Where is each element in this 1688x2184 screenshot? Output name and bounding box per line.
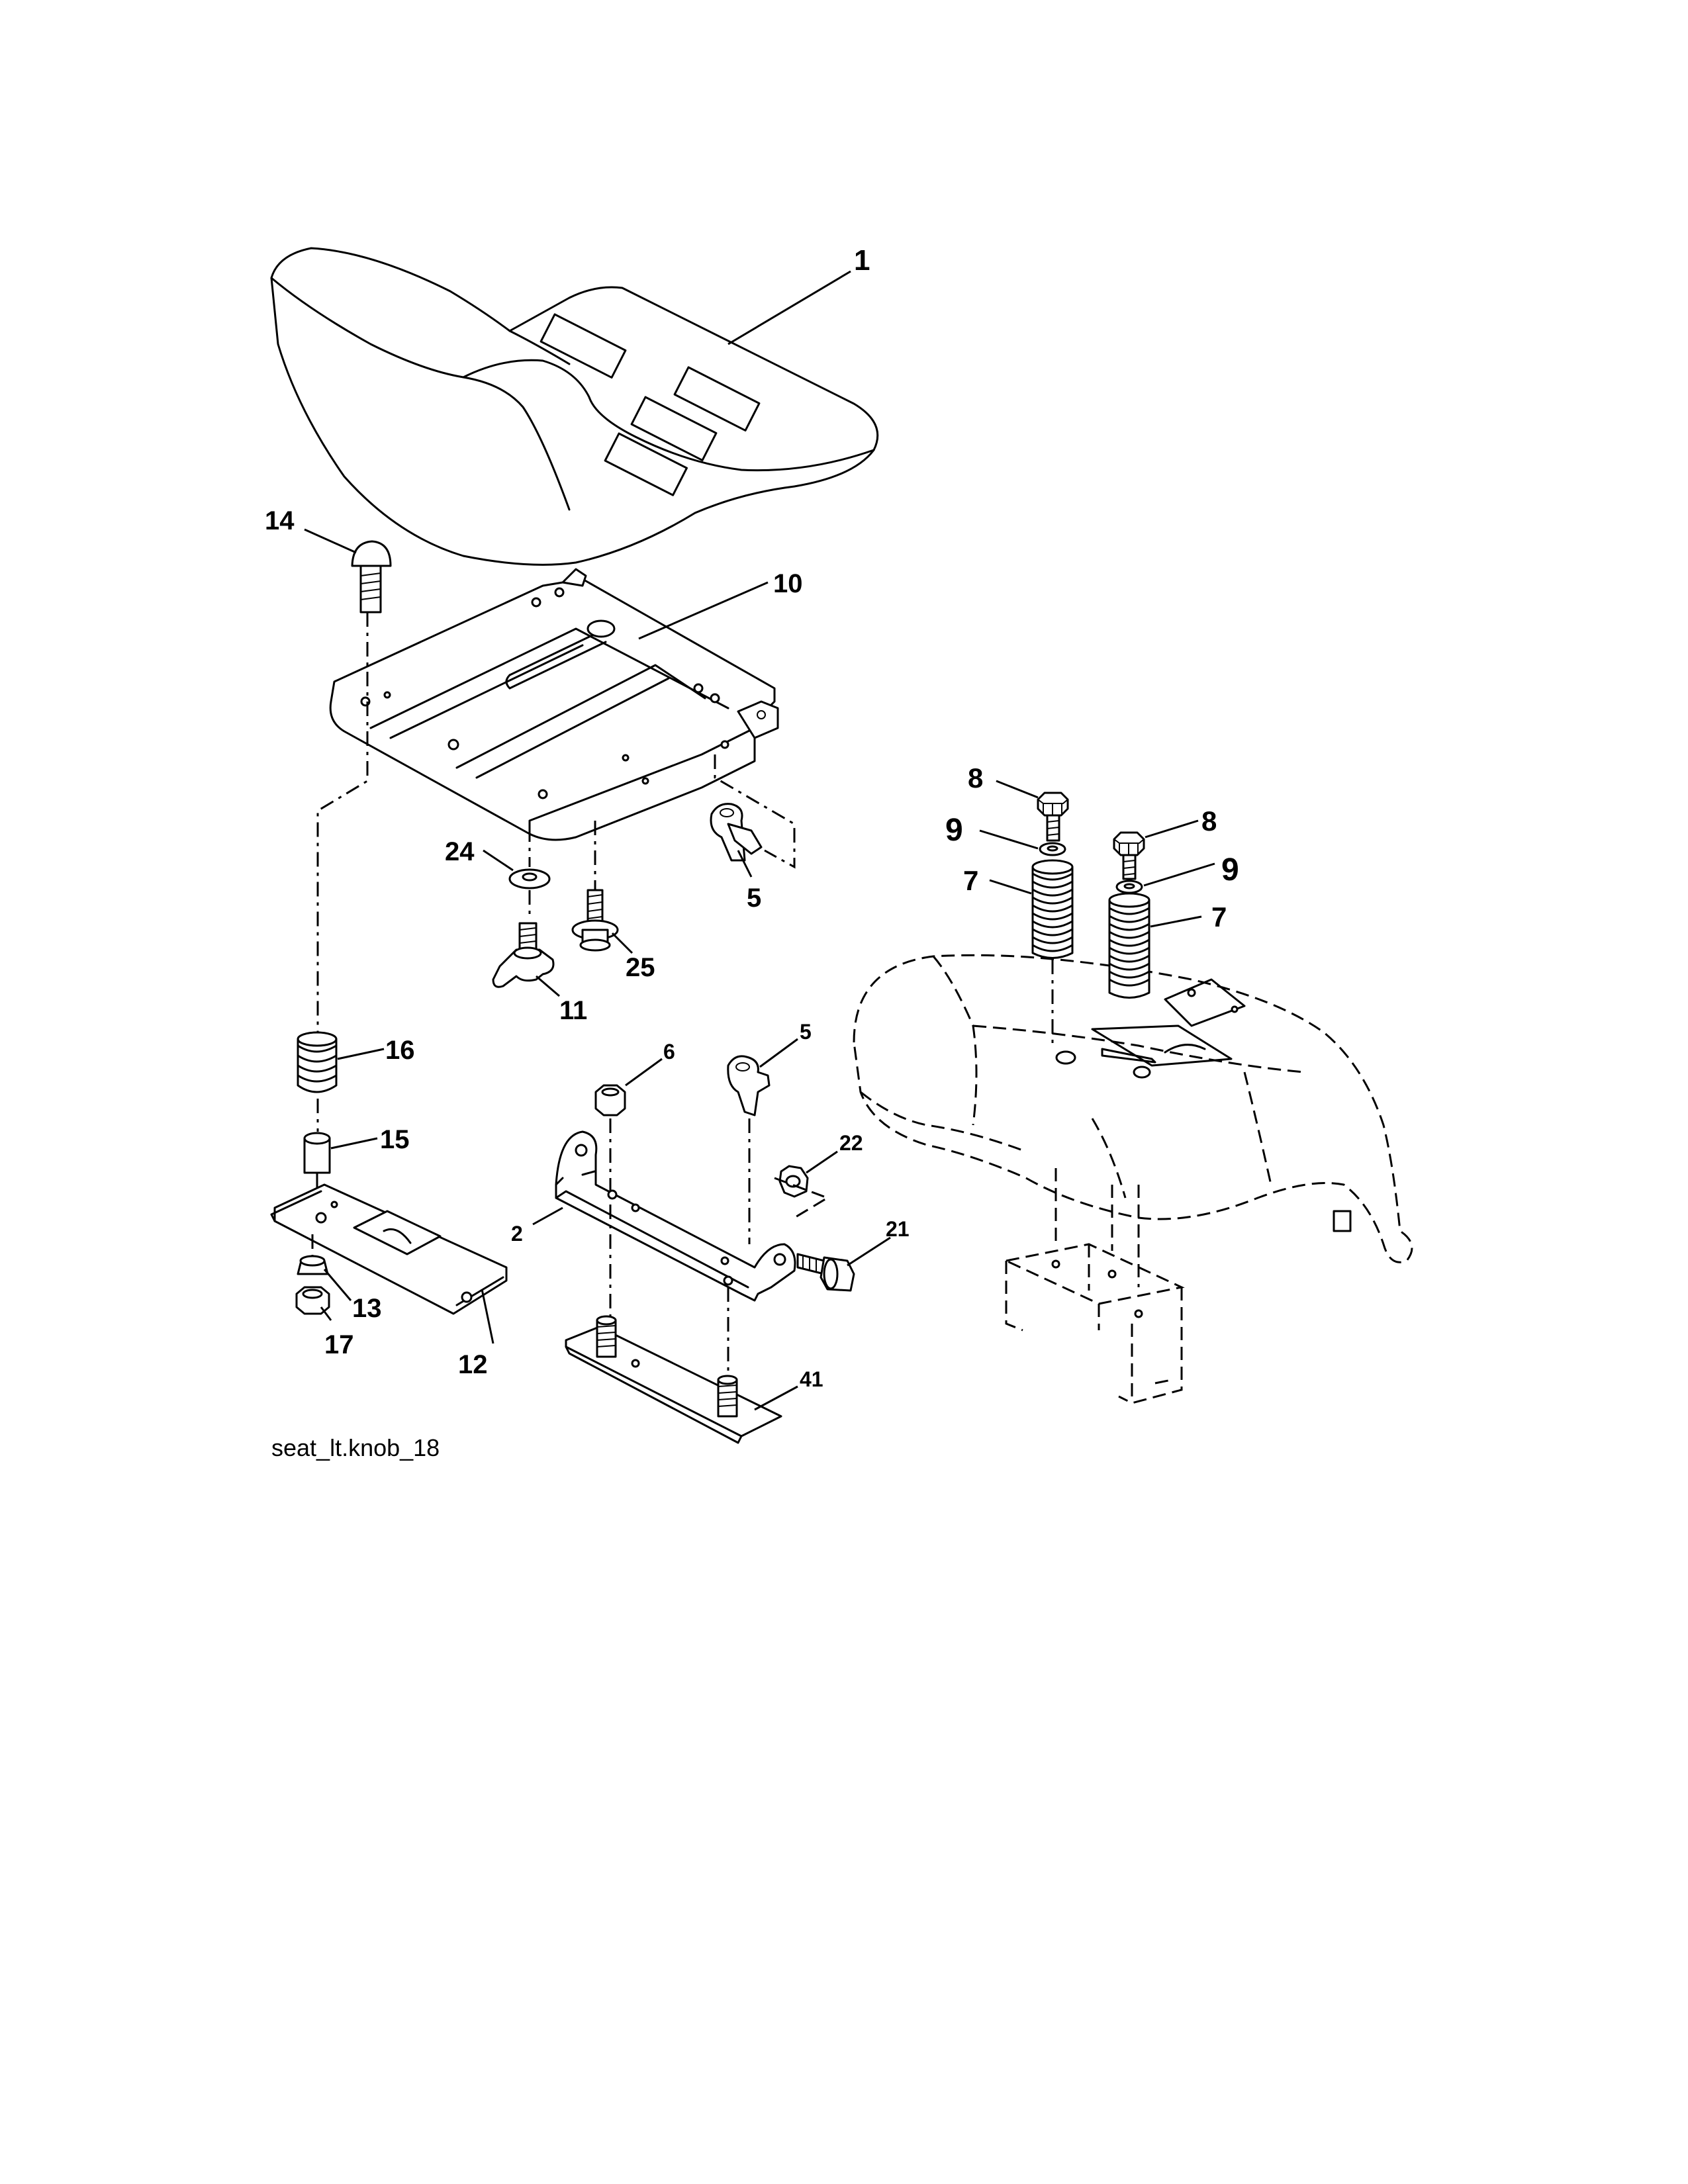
- spacer-part: [303, 1132, 331, 1174]
- callout-41: 41: [800, 1367, 823, 1391]
- clip-part: [710, 803, 763, 862]
- callout-25: 25: [626, 953, 655, 982]
- callout-14: 14: [265, 506, 295, 535]
- leader-lines: [304, 270, 1215, 1411]
- callout-8a: 8: [968, 762, 983, 794]
- washer-part-9a: [1039, 842, 1066, 856]
- callout-7a: 7: [963, 865, 978, 896]
- callout-11: 11: [559, 996, 587, 1025]
- nut-part-22: [778, 1165, 809, 1198]
- callout-10: 10: [773, 569, 803, 598]
- bolt-part-21: [796, 1253, 855, 1292]
- callout-22: 22: [839, 1131, 863, 1155]
- nut-part-6: [594, 1084, 626, 1116]
- knob-part: [492, 922, 555, 988]
- callout-17: 17: [324, 1330, 354, 1359]
- fender-part: [853, 954, 1413, 1263]
- stud-plate-part: [565, 1315, 782, 1444]
- callout-2: 2: [511, 1222, 523, 1246]
- bolt-part-8b: [1113, 831, 1145, 880]
- callout-12: 12: [458, 1350, 488, 1379]
- bracket-part: [555, 1130, 796, 1302]
- nut-part: [295, 1286, 330, 1315]
- spring-part-7a: [1031, 859, 1074, 959]
- callout-9b: 9: [1221, 852, 1239, 887]
- callout-9a: 9: [945, 813, 963, 848]
- callout-8b: 8: [1201, 805, 1217, 837]
- callout-5a: 5: [747, 884, 761, 913]
- screw-part: [571, 889, 619, 952]
- bolt-part-8a: [1037, 792, 1069, 842]
- callout-5b: 5: [800, 1020, 812, 1044]
- spring-part-7b: [1108, 892, 1150, 999]
- slide-plate-part: [270, 1183, 508, 1315]
- frame-part: [1003, 1168, 1185, 1404]
- callout-16: 16: [385, 1036, 415, 1065]
- callout-15: 15: [380, 1125, 410, 1154]
- callout-7b: 7: [1211, 901, 1227, 933]
- callout-13: 13: [352, 1294, 382, 1323]
- spring-part: [297, 1031, 338, 1093]
- clip-part-b: [727, 1055, 771, 1116]
- callout-21: 21: [886, 1217, 910, 1241]
- callout-1: 1: [854, 244, 870, 277]
- bushing-part: [297, 1255, 329, 1275]
- carriage-bolt-part: [351, 540, 392, 614]
- callout-6: 6: [663, 1040, 675, 1064]
- callout-24: 24: [445, 837, 475, 866]
- seat-pan-part: [329, 568, 779, 841]
- washer-part-9b: [1115, 880, 1143, 894]
- washer-part: [508, 868, 551, 889]
- figure-caption: seat_lt.knob_18: [271, 1434, 440, 1461]
- seat-part: [270, 247, 879, 566]
